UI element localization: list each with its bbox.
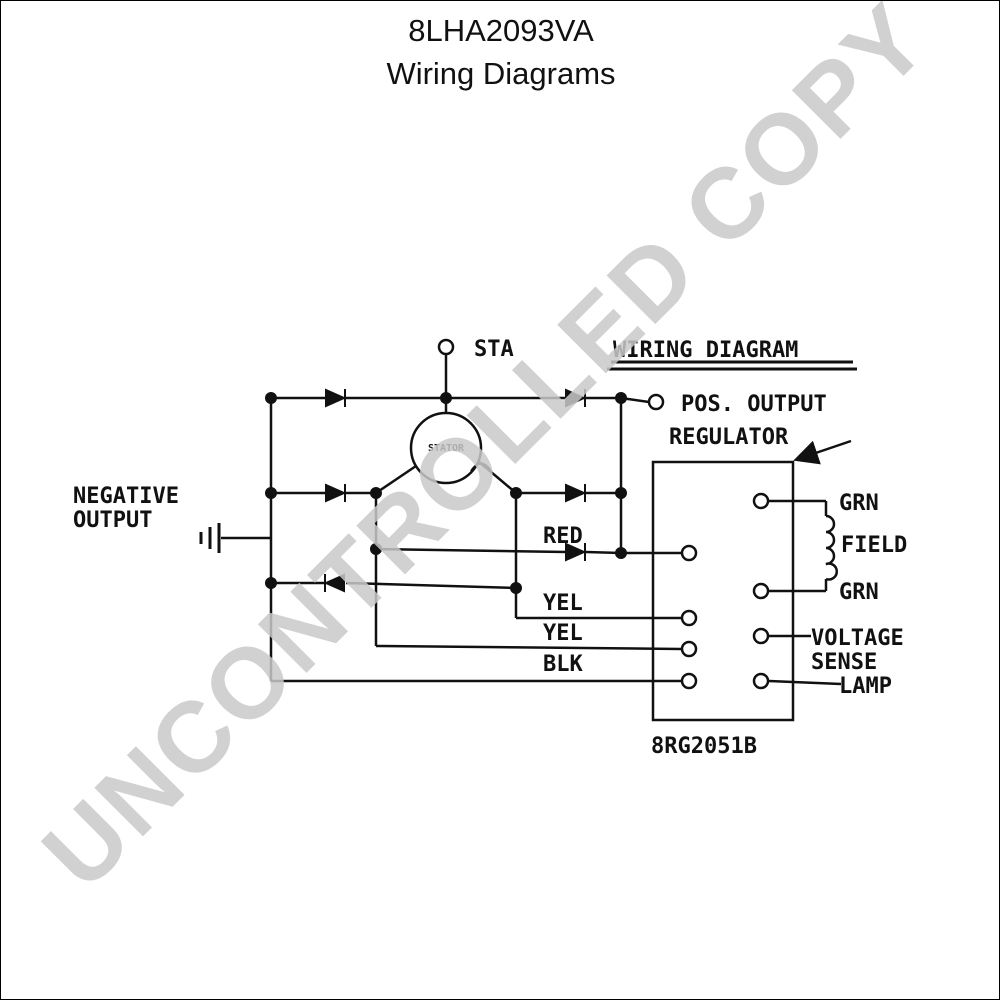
wire-red-label: RED bbox=[543, 524, 583, 549]
regulator-part-number: 8RG2051B bbox=[651, 734, 757, 759]
terminals bbox=[437, 338, 770, 690]
page-title: 8LHA2093VA bbox=[408, 13, 594, 48]
diode-icon bbox=[325, 388, 347, 408]
negative-label: NEGATIVE bbox=[73, 484, 179, 509]
output-label: OUTPUT bbox=[73, 508, 152, 533]
regulator-box bbox=[651, 460, 795, 722]
sense-label: SENSE bbox=[811, 650, 877, 675]
field-grn-top-label: GRN bbox=[839, 491, 879, 516]
wire-yel-label-2: YEL bbox=[543, 621, 583, 646]
diode-icon bbox=[325, 483, 347, 503]
wire-yel-label-1: YEL bbox=[543, 591, 583, 616]
stator-label: STATOR bbox=[428, 443, 465, 454]
diode-icon bbox=[565, 542, 587, 562]
diode-icon bbox=[323, 573, 345, 593]
field-label: FIELD bbox=[841, 533, 907, 558]
page-subtitle: Wiring Diagrams bbox=[386, 56, 616, 91]
diode-icon bbox=[565, 388, 587, 408]
diodes bbox=[323, 388, 587, 593]
voltage-label: VOLTAGE bbox=[811, 626, 904, 651]
lamp-label: LAMP bbox=[839, 674, 892, 699]
stator-icon bbox=[409, 411, 483, 485]
wire-blk-label: BLK bbox=[543, 652, 583, 677]
regulator-label: REGULATOR bbox=[669, 425, 789, 450]
sta-label: STA bbox=[474, 337, 514, 362]
field-coil-icon bbox=[825, 514, 839, 581]
ground-icon bbox=[199, 523, 221, 553]
diode-icon bbox=[565, 483, 587, 503]
diagram-heading: WIRING DIAGRAM bbox=[613, 338, 798, 363]
pos-output-label: POS. OUTPUT bbox=[681, 392, 827, 417]
junctions bbox=[265, 392, 627, 594]
field-grn-bottom-label: GRN bbox=[839, 580, 879, 605]
